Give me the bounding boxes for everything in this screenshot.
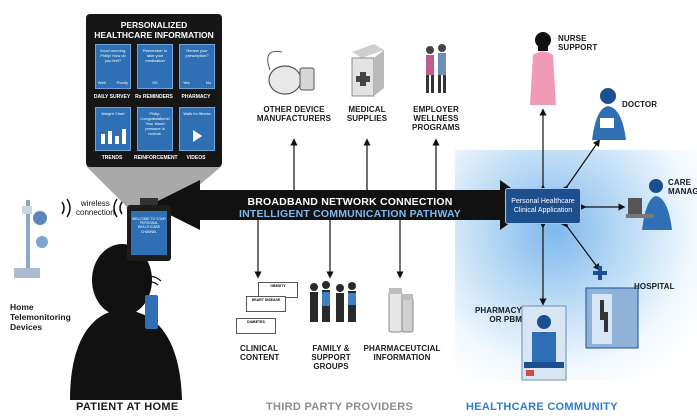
devices-line2: Telemonitoring bbox=[10, 312, 71, 322]
tablet-device[interactable]: WELCOME TO YOUR PERSONAL HEALTHCARE CHAN… bbox=[127, 205, 171, 261]
devices-icon bbox=[267, 50, 315, 95]
tile-text: Good morning, Philip! How do you feel? bbox=[99, 48, 127, 63]
wireless-line2: connection bbox=[76, 208, 115, 217]
option[interactable]: No bbox=[205, 80, 211, 85]
tile-text: Renew your prescription? bbox=[185, 48, 209, 58]
caption: REINFORCEMENT bbox=[134, 155, 178, 161]
wireless-line1: wireless bbox=[80, 199, 110, 208]
tile-reinforcement[interactable]: Philip, Congratulations! Your blood pres… bbox=[137, 107, 173, 151]
caption: DAILY SURVEY bbox=[93, 94, 131, 100]
tile-pharmacy[interactable]: Renew your prescription? Yes No bbox=[179, 44, 215, 89]
label-line: CLINICAL bbox=[240, 344, 279, 353]
panel-title-line1: PERSONALIZED bbox=[120, 20, 188, 30]
family-support-icon bbox=[310, 281, 356, 322]
label-line: NURSE bbox=[558, 34, 587, 43]
label-employer-wellness: EMPLOYER WELLNESS PROGRAMS bbox=[404, 105, 468, 132]
label-line: SUPPLIES bbox=[346, 114, 388, 123]
caption: PHARMACY bbox=[181, 94, 211, 100]
label-line: WELLNESS bbox=[413, 114, 459, 123]
pharmacy-icon bbox=[521, 305, 567, 381]
label-line: or PBM bbox=[489, 315, 522, 324]
label-pharmacy: PHARMACY or PBM bbox=[474, 306, 522, 324]
band-title: BROADBAND NETWORK CONNECTION bbox=[247, 196, 453, 208]
wireless-label: wireless connection bbox=[76, 199, 115, 217]
tile-text: Weight Chart bbox=[101, 111, 125, 116]
caption: VIDEOS bbox=[186, 155, 206, 161]
band-subtitle: INTELLIGENT COMMUNICATION PATHWAY bbox=[238, 208, 462, 220]
medical-supplies-icon bbox=[351, 44, 384, 97]
label-line: GROUPS bbox=[313, 362, 349, 371]
pharmaceutical-icon bbox=[388, 288, 414, 333]
caption: TRENDS bbox=[101, 155, 123, 161]
app-box-line1: Personal Healthcare bbox=[511, 198, 575, 205]
option[interactable]: Poorly bbox=[116, 80, 128, 85]
caption: Rx REMINDERS bbox=[135, 94, 173, 100]
footer-healthcare-community: HEALTHCARE COMMUNITY bbox=[466, 401, 618, 413]
arrow-doctor bbox=[560, 139, 601, 194]
telemonitoring-label: Home Telemonitoring Devices bbox=[10, 302, 71, 332]
label-line: SUPPORT bbox=[558, 43, 598, 52]
label-line: EMPLOYER bbox=[413, 105, 459, 114]
tile-rx-reminders[interactable]: Remember to take your medication OK bbox=[137, 44, 173, 89]
tablet-screen: WELCOME TO YOUR PERSONAL HEALTHCARE CHAN… bbox=[131, 211, 167, 255]
nurse-icon bbox=[530, 32, 556, 105]
personalized-info-panel: PERSONALIZED HEALTHCARE INFORMATION Good… bbox=[86, 14, 222, 167]
label-other-devices: OTHER DEVICE MANUFACTURERS bbox=[254, 105, 334, 123]
weight-chart-icon bbox=[101, 129, 126, 144]
label-line: MANUFACTURERS bbox=[256, 114, 332, 123]
tile-text: Philip, Congratulations! Your blood pres… bbox=[140, 111, 170, 136]
label-medical-supplies: MEDICAL SUPPLIES bbox=[337, 105, 397, 123]
label-family-support: FAMILY & SUPPORT GROUPS bbox=[302, 344, 360, 371]
label-line: PROGRAMS bbox=[412, 123, 460, 132]
play-icon bbox=[193, 130, 202, 142]
tile-text: Remember to take your medication bbox=[142, 48, 168, 63]
label-nurse-support: NURSE SUPPORT bbox=[558, 34, 597, 52]
telemonitoring-devices bbox=[14, 200, 48, 278]
doc-diabetes: DIABETES bbox=[236, 318, 276, 334]
tile-daily-survey[interactable]: Good morning, Philip! How do you feel? W… bbox=[95, 44, 131, 89]
footer-third-party: THIRD PARTY PROVIDERS bbox=[266, 401, 414, 413]
label-doctor: DOCTOR bbox=[622, 100, 658, 109]
devices-line3: Devices bbox=[10, 322, 43, 332]
label-line: FAMILY & bbox=[312, 344, 350, 353]
label-clinical-content: CLINICAL CONTENT bbox=[240, 344, 279, 362]
label-care-manager: CARE MANAG bbox=[668, 178, 697, 196]
hospital-icon bbox=[585, 266, 639, 349]
tile-videos[interactable]: Walk for fitness bbox=[179, 107, 215, 151]
label-line: PHARMACY bbox=[474, 306, 522, 315]
wireless-waves-right bbox=[113, 198, 123, 218]
label-hospital: HOSPITAL bbox=[634, 282, 675, 291]
broadband-band bbox=[150, 180, 535, 230]
label-line: MEDICAL bbox=[348, 105, 386, 114]
footer-patient-at-home: PATIENT AT HOME bbox=[76, 401, 179, 413]
label-line: SUPPORT bbox=[311, 353, 351, 362]
doc-heart-disease: HEART DISEASE bbox=[246, 296, 286, 312]
panel-funnel bbox=[86, 166, 222, 208]
label-line: CONTENT bbox=[240, 353, 280, 362]
panel-title-line2: HEALTHCARE INFORMATION bbox=[94, 30, 214, 40]
app-box-line2: Clinical Application bbox=[513, 207, 573, 214]
label-pharmaceutical: PHARMACEUTCIAL INFORMATION bbox=[360, 344, 444, 362]
patient-silhouette bbox=[70, 244, 182, 400]
label-line: PHARMACEUTCIAL bbox=[363, 344, 441, 353]
arrow-hospital bbox=[560, 219, 601, 271]
option[interactable]: Well bbox=[98, 80, 106, 85]
option[interactable]: Yes bbox=[183, 80, 190, 85]
option[interactable]: OK bbox=[152, 80, 158, 85]
clinical-application-box[interactable]: Personal Healthcare Clinical Application bbox=[505, 188, 581, 224]
label-line: INFORMATION bbox=[373, 353, 431, 362]
devices-line1: Home bbox=[10, 302, 34, 312]
employer-wellness-icon bbox=[426, 44, 446, 93]
label-line: OTHER DEVICE bbox=[263, 105, 325, 114]
care-manager-icon bbox=[626, 179, 672, 230]
doctor-icon bbox=[592, 88, 626, 140]
tile-text: Walk for fitness bbox=[183, 111, 211, 116]
wireless-waves-left bbox=[61, 198, 71, 218]
tile-trends[interactable]: Weight Chart bbox=[95, 107, 131, 151]
